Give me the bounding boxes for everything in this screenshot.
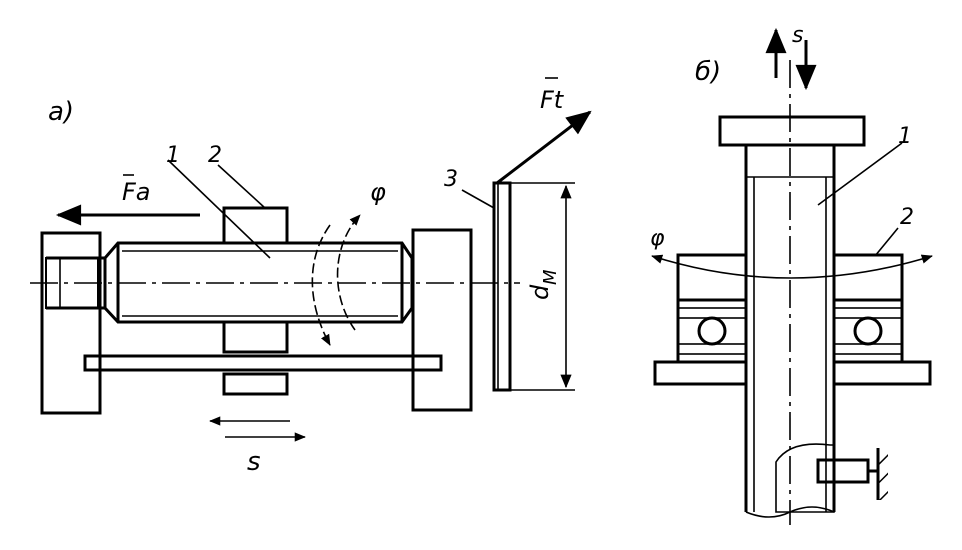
rotation-phi-arrows xyxy=(311,214,361,346)
leader-2-a xyxy=(217,164,266,209)
part-1-label-b: 1 xyxy=(898,124,912,149)
right-housing xyxy=(832,253,932,386)
feed-label-b: s xyxy=(792,23,803,48)
right-support xyxy=(411,228,473,412)
force-ft-label: Ft xyxy=(540,86,565,114)
angle-phi-label-b: φ xyxy=(650,226,665,251)
figure-a-label: a) xyxy=(48,97,74,127)
disk-part-3 xyxy=(492,181,512,392)
angle-phi-label-a: φ xyxy=(370,178,386,206)
rotation-phi-arc xyxy=(651,254,933,279)
svg-text:M: M xyxy=(540,269,561,285)
svg-text:d: d xyxy=(526,284,554,300)
leader-1-b xyxy=(817,142,903,206)
nut-part-2 xyxy=(222,206,289,396)
dimension-dm xyxy=(510,182,575,391)
part-3-label-a: 3 xyxy=(444,167,458,192)
guide-bar xyxy=(83,354,443,372)
part-1-label-a: 1 xyxy=(166,143,180,168)
leader-1-a xyxy=(167,159,271,259)
figure-b-label: б) xyxy=(695,57,721,87)
shaft-head xyxy=(718,115,866,147)
left-support xyxy=(40,231,102,415)
part-2-label-a: 2 xyxy=(208,143,222,168)
leader-2-b xyxy=(874,227,899,257)
part-2-label-b: 2 xyxy=(900,205,914,230)
figure-b: б) s φ 1 2 xyxy=(650,23,933,525)
force-ft-arrow xyxy=(496,110,592,185)
figure-a: a) Fa Ft φ s d M 1 2 3 xyxy=(30,77,592,477)
force-fa-label: Fa xyxy=(122,178,151,206)
diameter-label: d M xyxy=(526,269,561,300)
leader-3-a xyxy=(461,189,495,209)
key-detail xyxy=(775,443,888,513)
feed-label-a: s xyxy=(247,447,261,477)
